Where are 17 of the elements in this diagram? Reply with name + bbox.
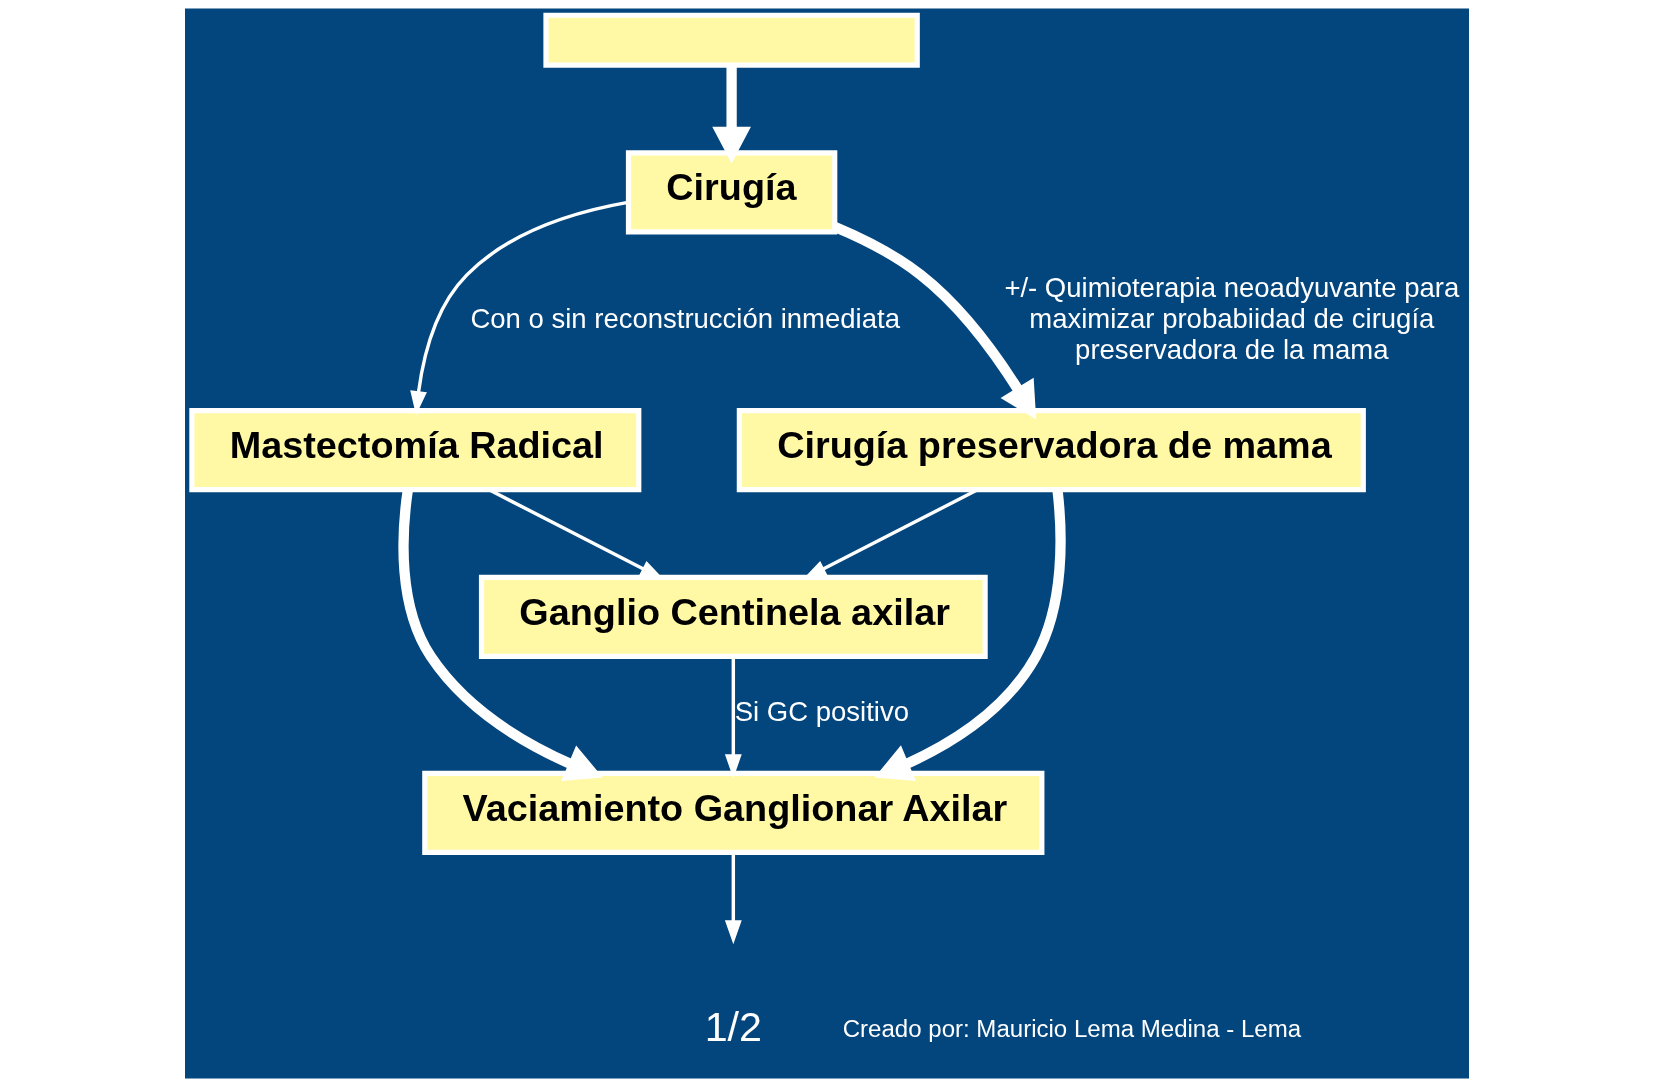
node-box: Cirugía xyxy=(625,150,837,235)
label: 1/2 xyxy=(704,1004,762,1051)
arrow xyxy=(724,656,742,779)
arrow xyxy=(873,489,1066,782)
node-box: Cirugía preservadora de mama xyxy=(736,408,1366,493)
node-box xyxy=(542,12,920,68)
arrow xyxy=(409,200,628,416)
node-box: Mastectomía Radical xyxy=(188,408,641,493)
arrow xyxy=(397,489,603,782)
node-box: Vaciamiento Ganglionar Axilar xyxy=(421,770,1044,855)
edge-label: +/- Quimioterapia neoadyuvante para maximizar probabiidad de cirugía preservadora de la mama xyxy=(1003,271,1459,365)
edge-label: Con o sin reconstrucción inmediata xyxy=(469,302,900,334)
node-box: Ganglio Centinela axilar xyxy=(478,574,988,659)
arrow xyxy=(711,65,751,164)
label: Creado por: Mauricio Lema Medina - Lema xyxy=(842,1014,1301,1042)
arrow xyxy=(724,852,742,945)
edge-label: Si GC positivo xyxy=(734,696,909,728)
